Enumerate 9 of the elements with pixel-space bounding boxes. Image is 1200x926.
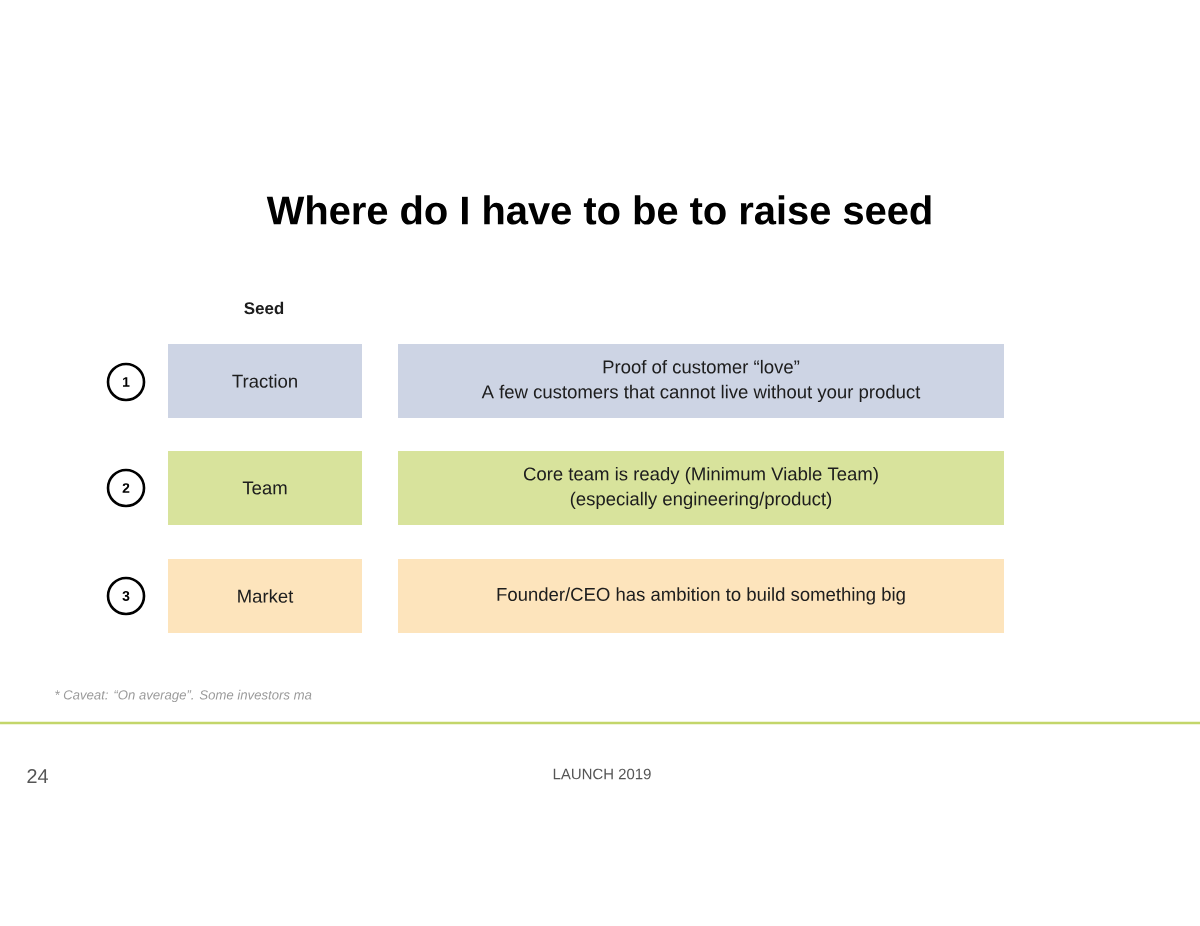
page-number: 24	[27, 769, 48, 783]
description-box: Founder/CEO has ambition to build something big	[398, 559, 1004, 633]
category-box: Market	[168, 559, 362, 633]
title: Where do I have to be to raise seed	[266, 195, 931, 225]
column-header: Seed	[244, 301, 284, 315]
description-box: Core team is ready (Minimum Viable Team) (especially engineering/product)	[398, 451, 1004, 525]
category-box: Traction	[168, 344, 362, 418]
category-box: Team	[168, 451, 362, 525]
description-box: Proof of customer “love” A few customers that cannot live without your product	[398, 344, 1004, 418]
